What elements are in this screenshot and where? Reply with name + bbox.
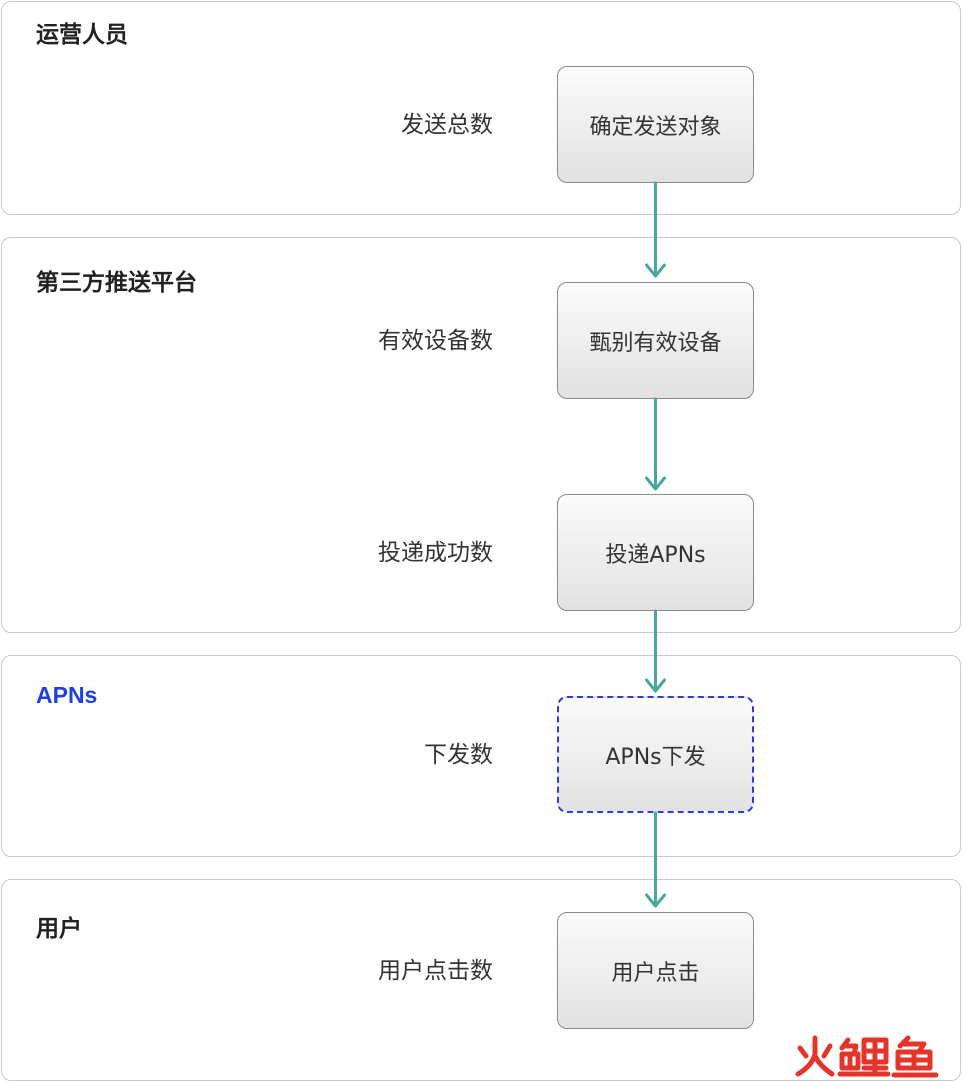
lane-title-push-platform: 第三方推送平台: [36, 270, 197, 296]
watermark-stroke: [861, 1037, 889, 1065]
step-select-targets: 确定发送对象: [557, 66, 754, 183]
lane-title-apns: APNs: [36, 682, 98, 708]
step-user-click: 用户点击: [557, 912, 754, 1029]
step-apns-dispatch: APNs下发: [557, 696, 754, 813]
watermark-stroke: [797, 1045, 809, 1059]
metric-user-clicks: 用户点击数: [378, 958, 493, 984]
lane-title-operators: 运营人员: [36, 22, 128, 48]
metric-total-sent: 发送总数: [401, 112, 493, 138]
watermark-stroke: [841, 1043, 859, 1057]
watermark-logo: [795, 1035, 939, 1078]
metric-valid-devices: 有效设备数: [378, 328, 493, 354]
watermark-stroke: [839, 1051, 861, 1071]
metric-dispatched: 下发数: [424, 742, 493, 768]
watermark-stroke: [895, 1049, 933, 1071]
lane-push-platform: 第三方推送平台: [1, 237, 961, 633]
arrow-filter-to-deliver-head: [645, 476, 666, 491]
metric-delivered-success: 投递成功数: [378, 540, 493, 566]
step-filter-valid-devices: 甄别有效设备: [557, 282, 754, 399]
watermark-stroke: [812, 1053, 835, 1077]
arrow-deliver-to-dispatch-head: [645, 678, 666, 693]
watermark-stroke: [821, 1043, 833, 1059]
arrow-dispatch-to-click-head: [645, 893, 666, 908]
lane-operators: 运营人员: [1, 1, 961, 215]
step-deliver-apns: 投递APNs: [557, 494, 754, 611]
watermark-stroke: [901, 1041, 927, 1053]
lane-apns: APNs: [1, 655, 961, 857]
lane-title-user: 用户: [36, 916, 82, 942]
arrow-select-to-filter-head: [645, 263, 666, 278]
